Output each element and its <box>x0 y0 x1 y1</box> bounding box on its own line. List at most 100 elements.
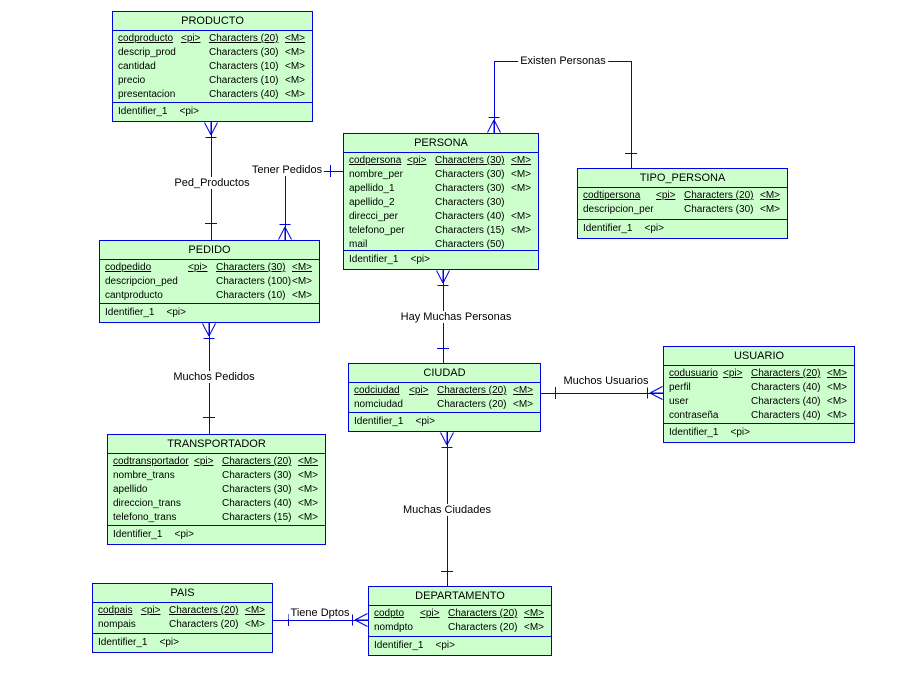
relationship-line-segment[interactable] <box>285 171 286 240</box>
attribute-name: cantidad <box>118 61 156 72</box>
attribute-m: <M> <box>827 396 848 407</box>
attribute-m: <M> <box>511 155 532 166</box>
entity-title: CIUDAD <box>349 364 540 383</box>
crow-foot-many-icon <box>277 224 293 240</box>
attribute-type: Characters (20) <box>437 399 507 410</box>
attribute-pi <box>181 46 209 60</box>
relationship-label[interactable]: Tener Pedidos <box>249 164 325 176</box>
entity-usuario[interactable]: USUARIO codusuario<pi>Characters (20)<M>… <box>663 346 855 443</box>
relationship-label[interactable]: Muchas Ciudades <box>400 504 494 516</box>
crow-foot-many-icon <box>203 122 219 138</box>
attribute-name: user <box>669 396 689 407</box>
crow-foot-many-icon <box>486 117 502 133</box>
entity-title: PERSONA <box>344 134 538 153</box>
entity-producto[interactable]: PRODUCTO codproducto<pi>Characters (20)<… <box>112 11 313 122</box>
attribute-type: Characters (50) <box>435 239 505 250</box>
identifier-pi: <pi> <box>435 640 455 651</box>
attribute-m: <M> <box>285 75 306 86</box>
entity-attributes: codpersona<pi>Characters (30)<M>nombre_p… <box>344 153 538 250</box>
attribute-pi <box>723 395 751 409</box>
attribute-type: Characters (10) <box>209 61 279 72</box>
relationship-line-segment[interactable] <box>541 393 663 394</box>
attribute-name: codproducto <box>118 33 174 44</box>
attribute-type: Characters (30) <box>435 197 505 208</box>
attribute-row: descripcion_ped Characters (100)<M> <box>105 275 316 289</box>
attribute-pi <box>181 60 209 74</box>
attribute-type: Characters (30) <box>435 155 505 166</box>
cardinality-one-tick-icon <box>330 165 331 177</box>
entity-tipo-persona[interactable]: TIPO_PERSONA codtipersona<pi>Characters … <box>577 168 788 239</box>
attribute-name: apellido_2 <box>349 197 395 208</box>
identifier-label: Identifier_1 <box>98 637 148 648</box>
attribute-pi: <pi> <box>409 385 429 396</box>
attribute-name: telefono_trans <box>113 512 177 523</box>
relationship-line-segment[interactable] <box>631 61 632 168</box>
crow-foot-many-icon <box>435 270 451 286</box>
attribute-name: descripcion_ped <box>105 276 178 287</box>
attribute-pi <box>181 74 209 88</box>
entity-title: DEPARTAMENTO <box>369 587 551 606</box>
attribute-name: codusuario <box>669 368 718 379</box>
attribute-type: Characters (40) <box>435 211 505 222</box>
attribute-pi <box>407 238 435 250</box>
entity-persona[interactable]: PERSONA codpersona<pi>Characters (30)<M>… <box>343 133 539 270</box>
attribute-m: <M> <box>524 608 545 619</box>
attribute-pi: <pi> <box>723 368 743 379</box>
attribute-pi <box>188 289 216 303</box>
relationship-label[interactable]: Existen Personas <box>518 55 608 67</box>
attribute-row: codtipersona<pi>Characters (20)<M> <box>583 189 784 203</box>
attribute-pi <box>188 275 216 289</box>
entity-identifier: Identifier_1<pi> <box>369 636 551 655</box>
attribute-pi: <pi> <box>407 155 427 166</box>
attribute-pi <box>407 168 435 182</box>
identifier-pi: <pi> <box>174 529 194 540</box>
entity-departamento[interactable]: DEPARTAMENTO codpto<pi>Characters (20)<M… <box>368 586 552 656</box>
attribute-m: <M> <box>292 290 313 301</box>
relationship-label[interactable]: Ped_Productos <box>172 177 252 189</box>
entity-title: PRODUCTO <box>113 12 312 31</box>
entity-identifier: Identifier_1<pi> <box>100 303 319 322</box>
attribute-row: codpersona<pi>Characters (30)<M> <box>349 154 535 168</box>
attribute-m: <M> <box>285 47 306 58</box>
attribute-type: Characters (30) <box>216 262 286 273</box>
attribute-pi <box>194 469 222 483</box>
attribute-name: codciudad <box>354 385 400 396</box>
relationship-line-segment[interactable] <box>494 61 495 133</box>
attribute-type: Characters (20) <box>437 385 507 396</box>
attribute-name: mail <box>349 239 368 250</box>
attribute-row: codproducto<pi>Characters (20)<M> <box>118 32 309 46</box>
attribute-pi <box>723 409 751 423</box>
attribute-type: Characters (100) <box>216 276 292 287</box>
crow-foot-many-icon <box>439 432 455 448</box>
attribute-m: <M> <box>245 619 266 630</box>
entity-transportador[interactable]: TRANSPORTADOR codtransportador<pi>Charac… <box>107 434 326 545</box>
relationship-line-segment[interactable] <box>273 620 368 621</box>
entity-ciudad[interactable]: CIUDAD codciudad<pi>Characters (20)<M>no… <box>348 363 541 432</box>
attribute-name: codtransportador <box>113 456 189 467</box>
identifier-pi: <pi> <box>644 223 664 234</box>
relationship-label[interactable]: Tiene Dptos <box>288 607 352 619</box>
attribute-pi: <pi> <box>188 262 208 273</box>
entity-pais[interactable]: PAIS codpais<pi>Characters (20)<M>nompai… <box>92 583 273 653</box>
attribute-m: <M> <box>292 276 313 287</box>
attribute-name: precio <box>118 75 146 86</box>
relationship-label[interactable]: Hay Muchas Personas <box>398 311 514 323</box>
attribute-name: codpedido <box>105 262 152 273</box>
attribute-pi <box>194 497 222 511</box>
attribute-m: <M> <box>245 605 266 616</box>
entity-identifier: Identifier_1<pi> <box>113 102 312 121</box>
attribute-m: <M> <box>298 512 319 523</box>
relationship-label[interactable]: Muchos Pedidos <box>171 371 257 383</box>
entity-title: TRANSPORTADOR <box>108 435 325 454</box>
attribute-pi <box>407 210 435 224</box>
identifier-pi: <pi> <box>159 637 179 648</box>
entity-pedido[interactable]: PEDIDO codpedido<pi>Characters (30)<M>de… <box>99 240 320 323</box>
relationship-label[interactable]: Muchos Usuarios <box>561 375 651 387</box>
attribute-pi: <pi> <box>420 608 440 619</box>
